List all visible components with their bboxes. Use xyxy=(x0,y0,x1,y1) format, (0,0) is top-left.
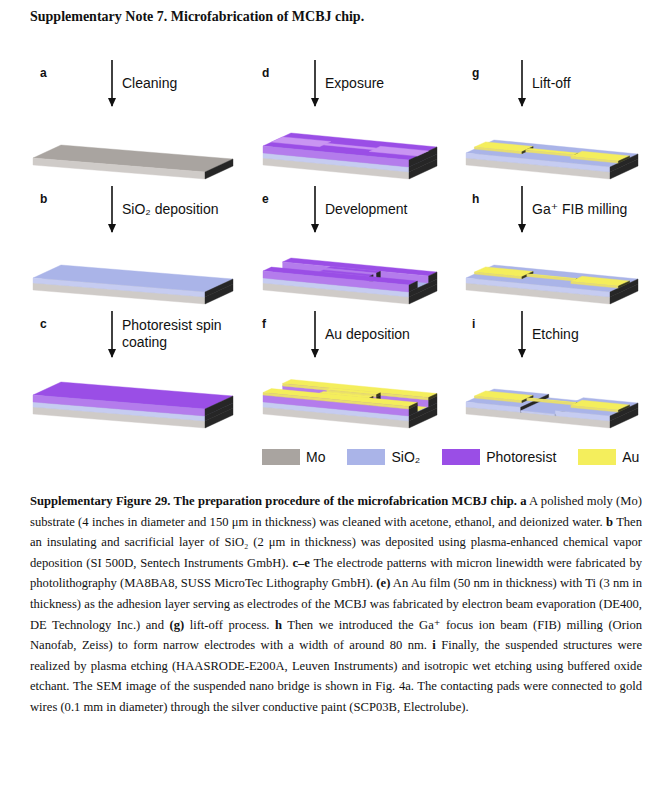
caption-panel-letter: b xyxy=(606,515,613,529)
chip-illustration xyxy=(466,140,638,179)
layer-face xyxy=(527,398,576,405)
layer-face xyxy=(324,143,377,149)
caption-panel-letter: c–e xyxy=(292,556,309,570)
legend-swatch xyxy=(347,449,385,465)
layer-face xyxy=(474,272,522,279)
legend: Mo SiO₂ Photoresist Au xyxy=(262,449,661,465)
caption-heading: Supplementary Figure 29. The preparation… xyxy=(30,494,517,508)
step-label: SiO₂ deposition xyxy=(122,201,262,218)
caption-panel-letter: (e) xyxy=(376,576,390,590)
legend-swatch xyxy=(262,449,300,465)
layer-face xyxy=(33,395,205,416)
chip-illustration xyxy=(263,133,437,179)
layer-face xyxy=(409,403,417,409)
step-label: Photoresist spin coating xyxy=(122,317,234,351)
caption-text: lift-off process. xyxy=(190,618,270,632)
panel-letter: i xyxy=(472,317,475,331)
layer-face xyxy=(377,393,381,397)
layer-face xyxy=(205,159,233,179)
layer-face xyxy=(429,272,437,283)
layer-face xyxy=(263,271,409,292)
layer-face xyxy=(474,396,522,403)
panel-letter: f xyxy=(262,317,266,331)
step-label: Au deposition xyxy=(325,326,465,343)
layer-face xyxy=(618,405,629,412)
step-arrow xyxy=(111,311,113,357)
layer-face xyxy=(263,393,409,410)
layer-face xyxy=(33,278,205,297)
layer-face xyxy=(571,282,619,289)
chip-illustration xyxy=(263,380,437,429)
legend-swatch xyxy=(578,449,616,465)
step-arrow xyxy=(314,311,316,357)
chip-illustration xyxy=(33,265,233,304)
step-arrow xyxy=(521,311,523,357)
caption-panel-letter: i xyxy=(432,638,436,652)
panel-letter: d xyxy=(262,66,269,80)
panel-letter: c xyxy=(40,317,47,331)
caption-panel-letter: a xyxy=(520,494,526,508)
legend-text: Mo xyxy=(306,449,325,465)
layer-face xyxy=(527,274,576,281)
step-label: Development xyxy=(325,201,465,218)
step-arrow xyxy=(521,186,523,232)
legend-text: Photoresist xyxy=(486,449,556,465)
layer-face xyxy=(205,279,233,297)
step-arrow xyxy=(111,60,113,106)
panel-letter: b xyxy=(40,192,47,206)
step-arrow xyxy=(521,60,523,106)
layer-face xyxy=(571,157,619,164)
chip-illustration xyxy=(466,389,638,428)
step-arrow xyxy=(314,186,316,232)
layer-face xyxy=(555,411,610,421)
layer-face xyxy=(205,396,233,416)
panel-letter: g xyxy=(472,66,479,80)
caption-panel-letter: (g) xyxy=(169,618,184,632)
figure-title: Supplementary Note 7. Microfabrication o… xyxy=(30,9,364,25)
layer-face xyxy=(618,281,629,288)
chip-illustration xyxy=(466,265,638,304)
step-arrow xyxy=(314,60,316,106)
legend-swatch xyxy=(442,449,480,465)
chip-illustration xyxy=(263,258,437,304)
legend-text: Au xyxy=(622,449,639,465)
layer-face xyxy=(618,156,629,163)
panel-letter: e xyxy=(262,192,269,206)
step-label: Cleaning xyxy=(122,75,262,92)
chip-illustration xyxy=(33,382,233,428)
panel-letter: h xyxy=(472,192,479,206)
chip-illustration xyxy=(33,145,233,179)
panel-letter: a xyxy=(40,66,47,80)
step-label: Ga⁺ FIB milling xyxy=(532,201,671,218)
layer-face xyxy=(33,158,205,179)
layer-face xyxy=(409,281,417,292)
layer-face xyxy=(571,406,619,413)
legend-text: SiO₂ xyxy=(391,449,420,465)
layer-face xyxy=(521,411,556,416)
caption-panel-letter: h xyxy=(275,618,282,632)
layer-face xyxy=(474,147,522,154)
layer-face xyxy=(466,402,521,412)
step-label: Exposure xyxy=(325,75,465,92)
caption-paragraph: Supplementary Figure 29. The preparation… xyxy=(30,491,642,718)
layer-face xyxy=(526,150,575,157)
layer-face xyxy=(263,389,417,407)
step-label: Lift-off xyxy=(532,75,671,92)
step-label: Etching xyxy=(532,326,671,343)
layer-face xyxy=(369,146,428,156)
layer-face xyxy=(271,137,330,147)
layer-face xyxy=(429,394,437,400)
step-arrow xyxy=(111,186,113,232)
